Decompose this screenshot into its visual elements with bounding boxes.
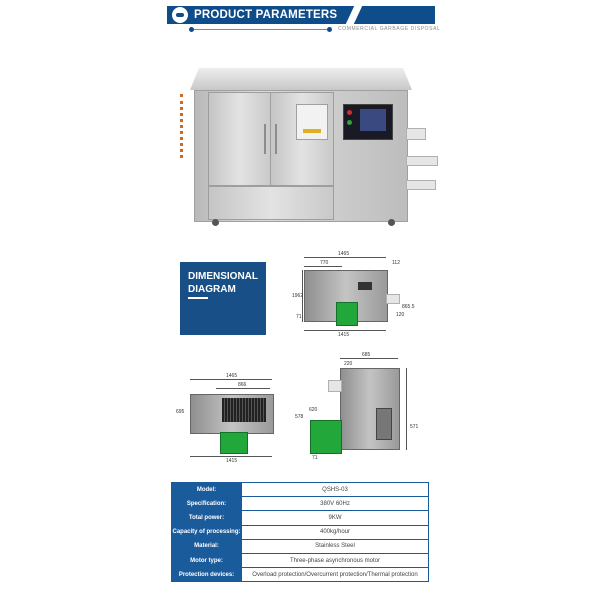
- dimension-label: 571: [410, 424, 419, 430]
- spec-value: 400kg/hour: [241, 524, 429, 540]
- dimension-label: 1962: [292, 293, 304, 299]
- spec-table: Model: QSHS-03 Specification: 380V 60Hz …: [171, 481, 429, 583]
- dimension-label: 1415: [338, 332, 350, 338]
- spec-value: 380V 60Hz: [241, 496, 429, 512]
- green-bin-icon: [310, 420, 342, 454]
- spec-label: Capacity of processing:: [171, 524, 242, 540]
- table-row: Specification: 380V 60Hz: [171, 496, 429, 512]
- spec-label: Total power:: [171, 510, 242, 526]
- spec-value: QSHS-03: [241, 481, 429, 498]
- dimension-label: 578: [295, 414, 304, 420]
- caster-wheel-icon: [212, 219, 219, 226]
- header-underline: [192, 29, 330, 30]
- spec-value: Three-phase asynchronous motor: [241, 552, 429, 569]
- dimension-label: 695: [176, 409, 185, 415]
- dimension-label: 1465: [338, 251, 350, 257]
- header-logo-icon: [172, 7, 188, 23]
- dimension-label: 220: [344, 361, 353, 367]
- header-dot-left: [189, 27, 194, 32]
- spec-label: Material:: [171, 538, 242, 554]
- caster-wheel-icon: [388, 219, 395, 226]
- dimension-label: 1415: [226, 458, 238, 464]
- drain-pipe-middle: [406, 156, 438, 166]
- dimensional-diagram-title: DIMENSIONAL DIAGRAM: [188, 271, 258, 295]
- spec-label: Model:: [171, 481, 242, 498]
- dimension-label: 71: [296, 314, 302, 320]
- drain-pipe-upper: [406, 128, 426, 140]
- top-view-grate: [222, 398, 266, 422]
- dimension-line: [302, 270, 303, 322]
- header-dot-right: [327, 27, 332, 32]
- dimension-label: 865.5: [402, 304, 415, 310]
- page-title: PRODUCT PARAMETERS: [194, 9, 338, 21]
- table-row: Protection devices: Overload protection/…: [171, 567, 429, 583]
- spec-label: Protection devices:: [171, 567, 242, 583]
- spec-label: Specification:: [171, 496, 242, 512]
- dimension-line: [190, 456, 272, 457]
- dimension-line: [304, 266, 342, 267]
- table-row: Total power: 9KW: [171, 510, 429, 526]
- spec-label: Motor type:: [171, 552, 242, 569]
- table-row: Motor type: Three-phase asynchronous mot…: [171, 552, 429, 569]
- table-row: Model: QSHS-03: [171, 481, 429, 498]
- dimension-label: 120: [396, 312, 405, 318]
- machine-worktop: [190, 68, 412, 90]
- machine-nameplate: [296, 104, 328, 140]
- front-view-pipe: [386, 294, 400, 304]
- green-bin-icon: [336, 302, 358, 326]
- dimension-label: 866: [238, 382, 247, 388]
- page-subtitle: COMMERCIAL GARBAGE DISPOSAL: [338, 26, 441, 32]
- dimension-line: [190, 379, 272, 380]
- dimension-line: [340, 358, 398, 359]
- table-row: Material: Stainless Steel: [171, 538, 429, 554]
- machine-bottom-drawer: [208, 186, 334, 220]
- dimension-label: 770: [320, 260, 329, 266]
- dimension-line: [304, 257, 386, 258]
- drain-pipe-lower: [406, 180, 436, 190]
- machine-door-left: [208, 92, 272, 186]
- spec-value: 9KW: [241, 510, 429, 526]
- dimension-label: 685: [362, 352, 371, 358]
- dimension-label: 620: [309, 407, 318, 413]
- green-bin-icon: [220, 432, 248, 454]
- panel-screen: [360, 109, 386, 131]
- dimension-line: [304, 330, 386, 331]
- header-banner: [167, 6, 435, 24]
- panel-button-icon: [347, 120, 352, 125]
- spec-value: Stainless Steel: [241, 538, 429, 554]
- table-row: Capacity of processing: 400kg/hour: [171, 524, 429, 540]
- door-handle-left: [264, 124, 266, 154]
- dimension-label: 71: [312, 455, 318, 461]
- panel-button-icon: [347, 110, 352, 115]
- dimension-line: [406, 368, 407, 450]
- side-view-chute: [328, 380, 342, 392]
- spec-value: Overload protection/Overcurrent protecti…: [241, 567, 429, 583]
- dimension-line: [216, 388, 270, 389]
- dimension-label: 112: [392, 260, 400, 266]
- side-view-motor: [376, 408, 392, 440]
- dimensional-diagram-underline: [188, 297, 208, 299]
- dimension-label: 1465: [226, 373, 238, 379]
- door-handle-right: [275, 124, 277, 154]
- front-view-panel: [358, 282, 372, 290]
